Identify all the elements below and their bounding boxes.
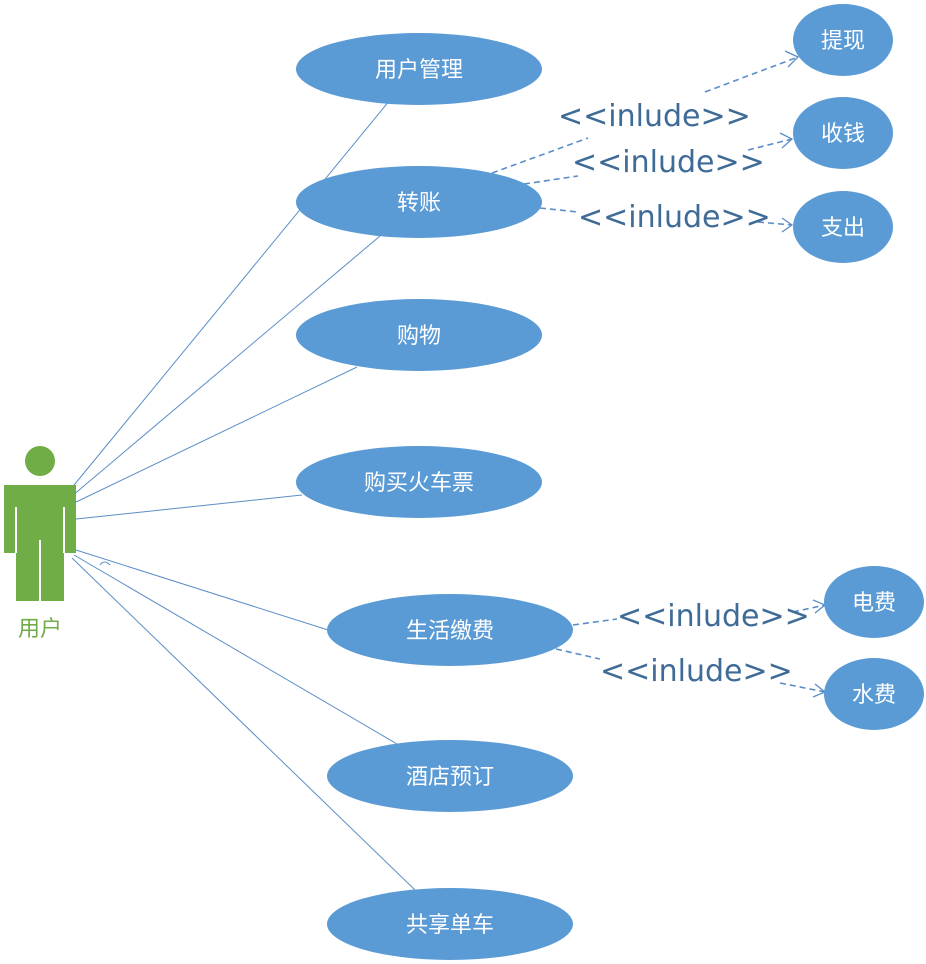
use-case-label: 转账 [397, 191, 441, 216]
use-case-shared-bike[interactable]: 共享单车 [327, 888, 573, 960]
include-line-withdraw [491, 56, 799, 174]
include-arrow-withdraw [784, 50, 800, 68]
use-case-user-management[interactable]: 用户管理 [296, 33, 542, 105]
use-case-withdraw[interactable]: 提现 [793, 4, 893, 76]
association-train-ticket [75, 494, 303, 520]
include-label-receive-money: <<inlude>> [572, 145, 765, 180]
use-case-shopping[interactable]: 购物 [296, 299, 542, 371]
include-label-pay-out: <<inlude>> [578, 200, 771, 235]
use-case-hotel-booking[interactable]: 酒店预订 [327, 740, 573, 812]
use-case-transfer[interactable]: 转账 [296, 166, 542, 238]
use-case-label: 支出 [821, 216, 865, 241]
association-user-management [69, 99, 391, 491]
actor-head [25, 446, 55, 476]
use-case-label: 共享单车 [406, 913, 494, 938]
use-case-label: 提现 [821, 29, 865, 54]
include-arrow-receive-money [779, 132, 794, 149]
use-case-water-fee[interactable]: 水费 [824, 658, 924, 730]
include-line-water [555, 648, 826, 693]
include-line-receive-money [523, 138, 793, 185]
use-case-utility-payment[interactable]: 生活缴费 [327, 594, 573, 666]
include-label-withdraw: <<inlude>> [558, 99, 751, 134]
use-case-train-ticket[interactable]: 购买火车票 [296, 446, 542, 518]
use-case-label: 收钱 [821, 122, 865, 147]
association-shopping [73, 366, 358, 504]
association-lines [69, 99, 416, 891]
include-line-electricity [572, 604, 826, 626]
include-arrow-pay-out [781, 217, 794, 233]
include-label-electricity: <<inlude>> [617, 599, 810, 634]
association-transfer [71, 235, 381, 497]
include-label-water: <<inlude>> [600, 654, 793, 689]
include-lines [491, 50, 827, 698]
use-case-label: 用户管理 [375, 58, 463, 83]
use-case-pay-out[interactable]: 支出 [793, 191, 893, 263]
actor-user[interactable]: 用户 [4, 446, 76, 642]
use-case-label: 购买火车票 [364, 471, 474, 496]
association-shared-bike [71, 557, 416, 891]
actor-label: 用户 [18, 617, 62, 642]
use-case-receive-money[interactable]: 收钱 [793, 97, 893, 169]
use-case-label: 购物 [397, 324, 441, 349]
use-case-label: 生活缴费 [406, 619, 494, 644]
include-line-pay-out [539, 207, 793, 226]
association-utility-payment [75, 549, 329, 631]
association-arc-mark [99, 561, 111, 566]
include-labels: <<inlude>> <<inlude>> <<inlude>> <<inlud… [558, 99, 810, 689]
use-case-label: 水费 [852, 683, 896, 708]
use-case-label: 酒店预订 [406, 765, 494, 790]
use-case-label: 电费 [852, 591, 896, 616]
association-hotel-booking [73, 554, 398, 745]
use-case-electricity-fee[interactable]: 电费 [824, 566, 924, 638]
